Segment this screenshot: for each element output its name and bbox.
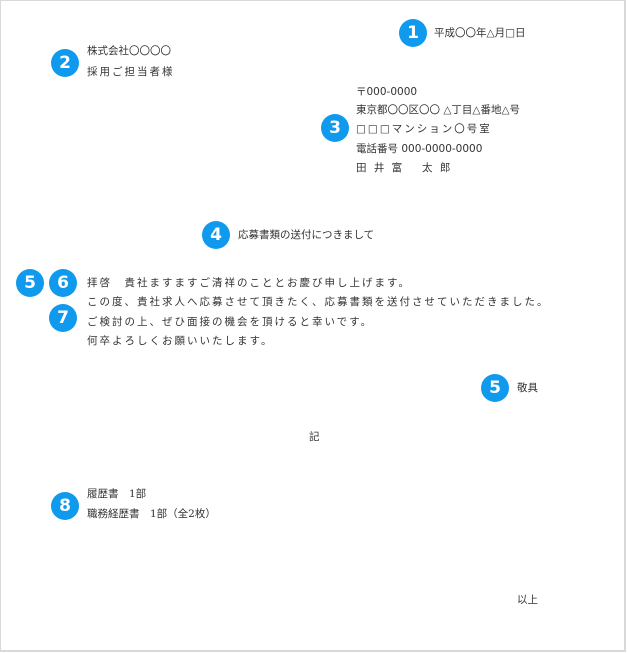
number-badge-5: 5 [16,269,44,297]
closing-ijou: 以上 [517,594,538,606]
body-line-1: この度、貴社求人へ応募させて頂きたく、応募書類を送付させていただきました。 [87,296,550,308]
number-badge-8: 8 [51,492,79,520]
letter-subject: 応募書類の送付につきまして [238,229,375,241]
number-badge-6: 6 [49,269,77,297]
sender-phone: 電話番号 000-0000-0000 [356,143,483,155]
recipient-company: 株式会社〇〇〇〇 [87,45,171,57]
closing-keigu: 敬具 [517,382,538,394]
number-badge-7: 7 [49,304,77,332]
number-badge-1: 1 [399,19,427,47]
sender-address: 東京都〇〇区〇〇 △丁目△番地△号 [356,104,521,116]
enclosure-resume: 履歴書 1部 [87,488,147,500]
body-line-greeting: 拝啓 貴社ますますご清祥のこととお慶び申し上げます。 [87,277,411,289]
body-line-3: 何卒よろしくお願いいたします。 [87,335,274,347]
sender-name: 田 井 富 太 郎 [356,162,453,174]
number-badge-2: 2 [51,49,79,77]
recipient-attention: 採用ご担当者様 [87,66,175,78]
number-badge-4: 4 [202,221,230,249]
sender-building: □□□マンション〇号室 [356,123,492,135]
number-badge-3: 3 [321,114,349,142]
sender-postal-code: 〒000-0000 [356,86,418,98]
body-line-2: ご検討の上、ぜひ面接の機会を頂けると幸いです。 [87,316,374,328]
number-badge-5-closing: 5 [481,374,509,402]
enclosure-career-history: 職務経歴書 1部（全2枚） [87,508,216,520]
ki-heading: 記 [309,431,320,443]
letter-date: 平成〇〇年△月□日 [434,27,526,39]
